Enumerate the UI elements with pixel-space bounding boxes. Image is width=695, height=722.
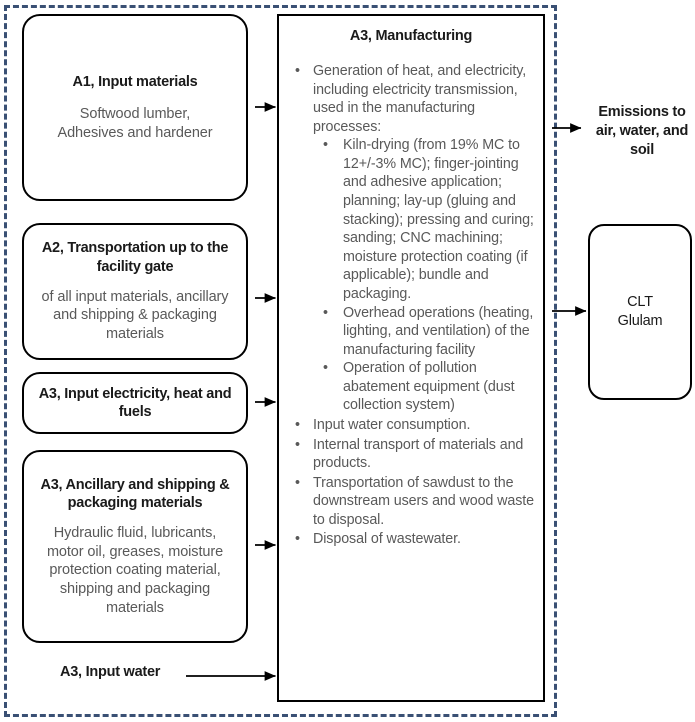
bullet-dot-icon: • xyxy=(323,304,328,321)
box-body: Hydraulic fluid, lubricants, motor oil, … xyxy=(46,525,224,616)
manufacturing-title: A3, Manufacturing xyxy=(349,28,473,44)
manufacturing-bullet-item: • Disposal of wastewater. xyxy=(287,530,535,549)
bullet-text: Generation of heat, and electricity, inc… xyxy=(313,63,527,135)
box-title: A2, Transportation up to the facility ga… xyxy=(41,240,229,275)
bullet-dot-icon: • xyxy=(295,474,300,491)
manufacturing-bullet-item: • Input water consumption. xyxy=(287,416,535,435)
input-label-a3-input-water: A3, Input water xyxy=(60,664,161,680)
system-boundary xyxy=(4,5,557,717)
box-body: Softwood lumber, Adhesives and hardener xyxy=(57,106,213,141)
box-body: of all input materials, ancillary and sh… xyxy=(41,288,229,343)
bullet-dot-icon: • xyxy=(323,360,328,377)
sub-bullet-text: Overhead operations (heating, lighting, … xyxy=(343,304,534,358)
bullet-text: Disposal of wastewater. xyxy=(313,531,461,548)
box-title: A1, Input materials xyxy=(72,73,198,90)
bullet-text: Input water consumption. xyxy=(313,416,471,433)
manufacturing-bullet-list: • Generation of heat, and electricity, in… xyxy=(287,62,535,549)
bullet-text: Transportation of sawdust to the downstr… xyxy=(313,474,535,528)
bullet-dot-icon: • xyxy=(295,416,300,433)
sub-bullet-text: Kiln-drying (from 19% MC to 12+/-3% MC);… xyxy=(343,137,534,302)
manufacturing-sub-bullet-item: • Operation of pollution abatement equipm… xyxy=(313,359,535,415)
bullet-dot-icon: • xyxy=(295,63,300,79)
bullet-dot-icon: • xyxy=(295,531,300,548)
box-title: A3, Input electricity, heat and fuels xyxy=(38,385,232,420)
bullet-dot-icon: • xyxy=(323,137,328,154)
sub-bullet-text: Operation of pollution abatement equipme… xyxy=(343,360,515,414)
manufacturing-sub-bullet-list: • Kiln-drying (from 19% MC to 12+/-3% MC)… xyxy=(313,136,535,415)
input-box-a2-transportation: A2, Transportation up to the facility ga… xyxy=(22,223,248,360)
box-title: A3, Ancillary and shipping & packaging m… xyxy=(40,476,230,512)
bullet-text: Internal transport of materials and prod… xyxy=(313,436,524,472)
manufacturing-bullet-item: • Transportation of sawdust to the downst… xyxy=(287,474,535,530)
output-line-2: Glulam xyxy=(617,313,663,329)
manufacturing-sub-bullet-item: • Overhead operations (heating, lighting,… xyxy=(313,304,535,360)
output-line-1: CLT xyxy=(627,294,653,311)
bullet-dot-icon: • xyxy=(295,436,300,453)
input-box-a3-ancillary-materials: A3, Ancillary and shipping & packaging m… xyxy=(22,450,248,643)
manufacturing-bullet-item: • Generation of heat, and electricity, in… xyxy=(287,62,535,415)
manufacturing-sub-bullet-item: • Kiln-drying (from 19% MC to 12+/-3% MC)… xyxy=(313,136,535,303)
manufacturing-bullet-item: • Internal transport of materials and pro… xyxy=(287,436,535,473)
input-box-a3-input-electricity: A3, Input electricity, heat and fuels xyxy=(22,372,248,434)
process-box-a3-manufacturing: A3, Manufacturing • Generation of heat, a… xyxy=(277,14,545,702)
output-box-clt-glulam: CLT Glulam xyxy=(588,224,692,400)
output-label-emissions: Emissions to air, water, and soil xyxy=(595,104,689,158)
input-box-a1-input-materials: A1, Input materials Softwood lumber, Adh… xyxy=(22,14,248,201)
